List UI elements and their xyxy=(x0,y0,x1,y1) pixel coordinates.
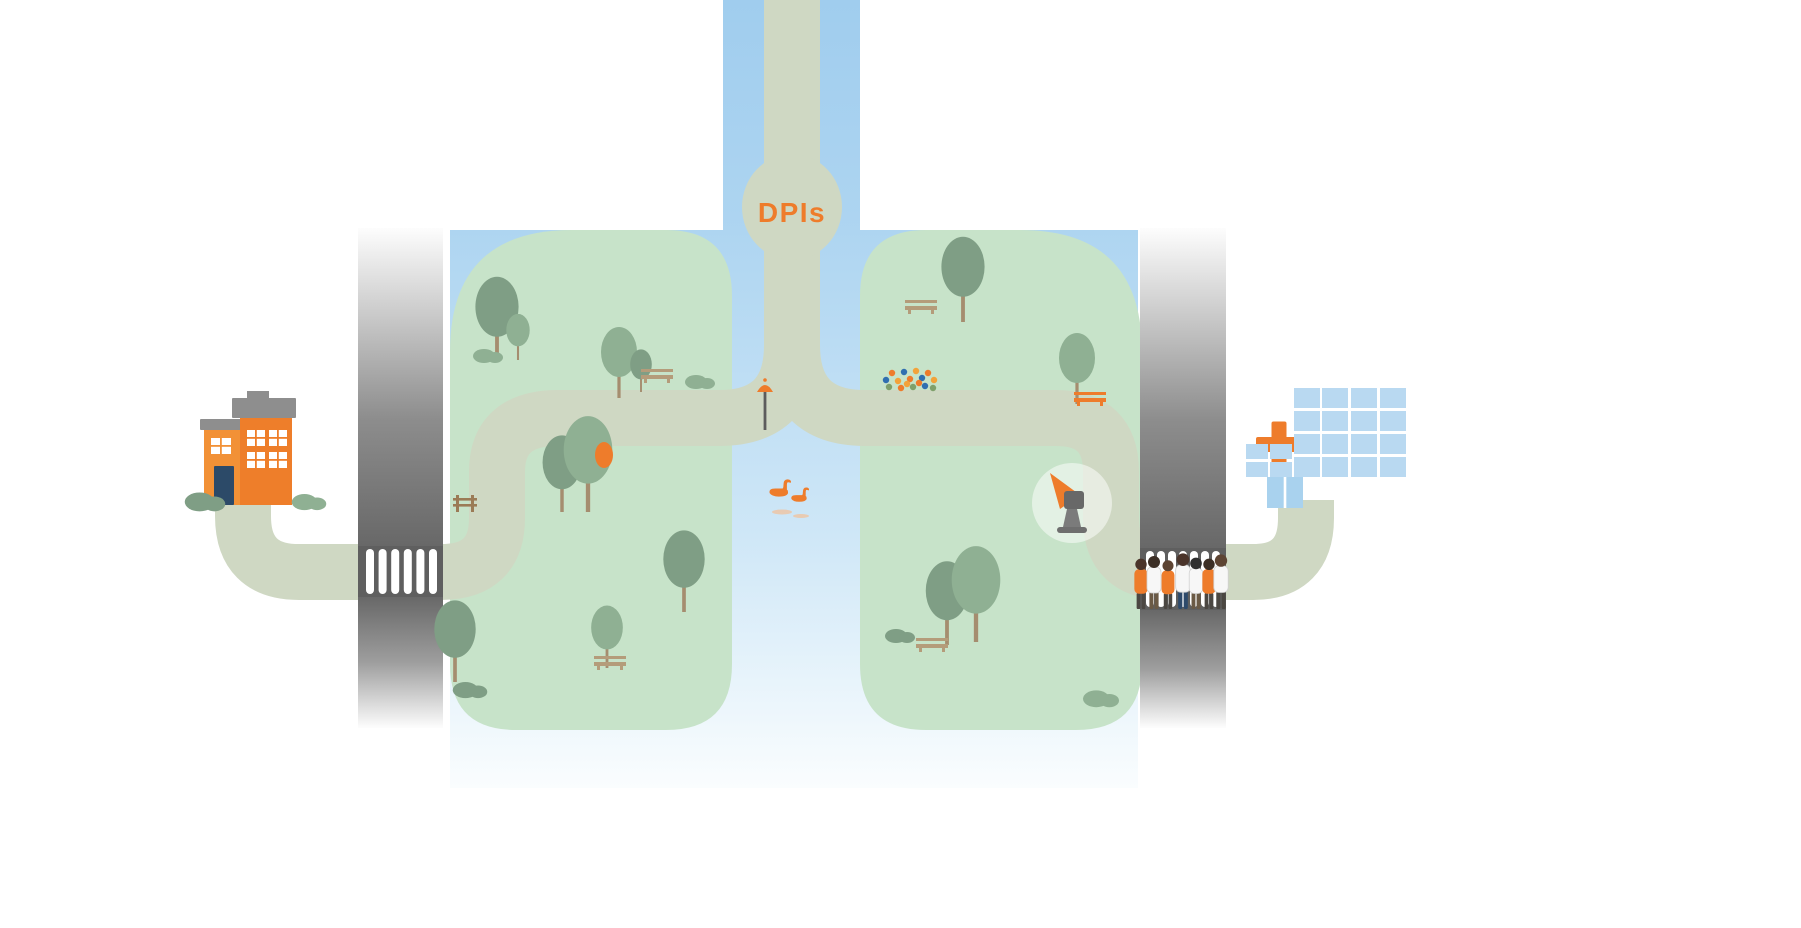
flower-bed xyxy=(882,367,938,392)
house-window xyxy=(269,452,287,468)
flower-leaf xyxy=(885,383,893,391)
crosswalk-stripe xyxy=(416,549,425,594)
flower xyxy=(894,377,902,385)
pedestrian xyxy=(1134,558,1148,609)
hospital-window xyxy=(1270,462,1292,477)
house-window xyxy=(269,430,287,446)
house-roof-left xyxy=(200,419,245,430)
viewpoint-telescope xyxy=(1032,463,1112,543)
hospital-window xyxy=(1322,457,1348,477)
house-window xyxy=(247,452,265,468)
hospital-door xyxy=(1267,477,1303,508)
hospital-window xyxy=(1351,411,1377,431)
crosswalk-stripe xyxy=(378,549,387,594)
flower xyxy=(915,379,923,387)
house-window xyxy=(247,430,265,446)
left-wall-lower xyxy=(358,597,443,728)
telescope-pedestal xyxy=(1063,509,1081,527)
airway-path-left xyxy=(215,0,820,600)
dpis-label: DPIs xyxy=(758,197,826,228)
lamp-post xyxy=(757,378,773,430)
house-bush xyxy=(291,494,327,511)
hospital-window xyxy=(1270,444,1292,459)
house xyxy=(184,391,327,512)
left-wall-upper xyxy=(358,228,443,546)
flower xyxy=(903,380,911,388)
hospital xyxy=(1246,388,1406,508)
pedestrian xyxy=(1188,557,1204,609)
telescope-body xyxy=(1064,491,1084,509)
flower xyxy=(882,376,890,384)
autumn-foliage xyxy=(595,442,613,468)
flower xyxy=(918,374,926,382)
pedestrians xyxy=(1134,553,1229,609)
pedestrian xyxy=(1146,556,1162,609)
house-window xyxy=(211,438,231,454)
hospital-window xyxy=(1246,462,1268,477)
swan-reflection xyxy=(793,514,809,518)
hospital-window xyxy=(1322,411,1348,431)
hospital-window-grid xyxy=(1246,388,1406,477)
hospital-window xyxy=(1294,457,1320,477)
flower xyxy=(906,375,914,383)
hospital-window xyxy=(1351,434,1377,454)
flower xyxy=(888,369,896,377)
telescope-base xyxy=(1057,527,1087,533)
hospital-window xyxy=(1322,434,1348,454)
swan-reflection xyxy=(772,509,792,515)
hospital-window xyxy=(1322,388,1348,408)
house-roof-tower xyxy=(232,398,296,418)
pedestrian xyxy=(1175,553,1191,609)
park-fence xyxy=(453,495,477,512)
pedestrian xyxy=(1202,558,1216,609)
hospital-window xyxy=(1294,434,1320,454)
crosswalk-stripe xyxy=(429,549,437,594)
hospital-window xyxy=(1294,388,1320,408)
pedestrian xyxy=(1213,554,1229,609)
hospital-window xyxy=(1246,444,1268,459)
house-door xyxy=(214,466,234,505)
hospital-window xyxy=(1294,411,1320,431)
flower-leaf xyxy=(909,383,917,391)
flower xyxy=(930,376,938,384)
right-wall-lower xyxy=(1140,610,1226,728)
hospital-window xyxy=(1380,457,1406,477)
crosswalk-stripe xyxy=(391,549,400,594)
hospital-window xyxy=(1380,434,1406,454)
house-chimney xyxy=(247,391,269,400)
flower xyxy=(912,367,920,375)
crosswalk-stripe xyxy=(366,549,374,594)
hospital-window xyxy=(1380,411,1406,431)
hospital-window xyxy=(1351,388,1377,408)
hospital-window xyxy=(1380,388,1406,408)
flower xyxy=(921,382,929,390)
flower xyxy=(897,384,905,392)
flower-leaf xyxy=(929,384,937,392)
flower xyxy=(924,369,932,377)
crosswalk-stripe xyxy=(403,549,412,594)
left-gate-crosswalk xyxy=(366,549,437,594)
flower xyxy=(900,368,908,376)
pedestrian xyxy=(1161,560,1175,609)
airway-path-right xyxy=(764,0,1334,600)
hospital-window xyxy=(1351,457,1377,477)
right-wall-upper xyxy=(1140,228,1226,548)
dpis-node xyxy=(742,154,842,260)
